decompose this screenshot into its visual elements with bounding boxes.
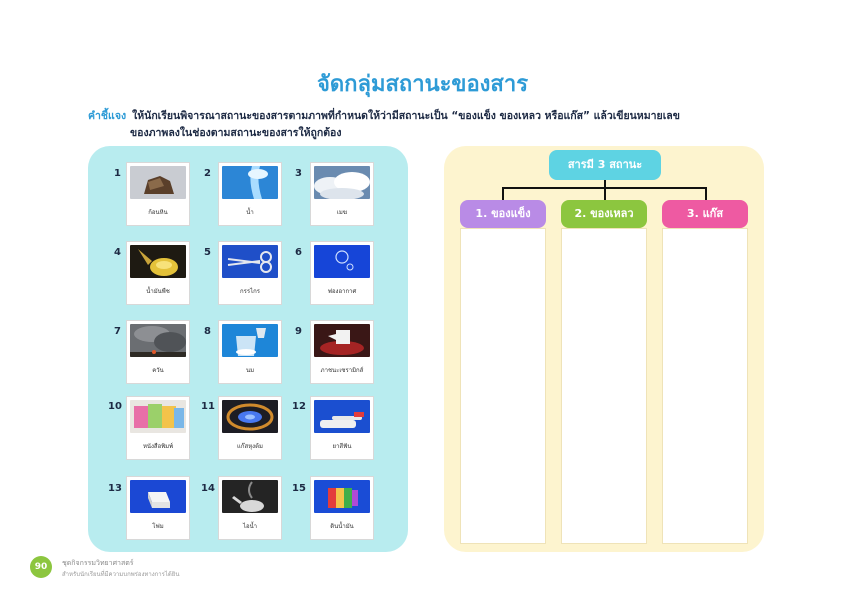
oil-icon	[130, 245, 186, 278]
picture-caption: นม	[245, 367, 255, 374]
picture-card: หนังสือพิมพ์	[126, 396, 190, 460]
foam-icon	[130, 480, 186, 513]
picture-card: ก้อนหิน	[126, 162, 190, 226]
tree-connector	[502, 187, 504, 200]
liquid-answer-box[interactable]	[561, 228, 647, 544]
item-number: 8	[204, 326, 211, 337]
item-number: 7	[114, 326, 121, 337]
picture-card: โฟม	[126, 476, 190, 540]
picture-card: น้ำมันพืช	[126, 241, 190, 305]
book-title: ชุดกิจกรรมวิทยาศาสตร์	[62, 559, 134, 567]
picture-caption: ฟองอากาศ	[327, 288, 357, 295]
instruction-label: คำชี้แจง	[88, 110, 127, 122]
picture-caption: แก๊สหุงต้ม	[237, 443, 263, 450]
picture-caption: ภาชนะเซรามิกส์	[320, 367, 364, 374]
instruction-line-2: ของภาพลงในช่องตามสถานะของสารให้ถูกต้อง	[130, 127, 342, 139]
instructions: คำชี้แจง ให้นักเรียนพิจารณาสถานะของสารตาม…	[88, 108, 788, 142]
picture-caption: ดินน้ำมัน	[330, 523, 354, 530]
page-number: 90	[30, 556, 52, 578]
picture-panel: 1 ก้อนหิน 2 น้ำ 3 เมฆ 4 น้ำมันพืช 5 กรรไ…	[88, 146, 408, 552]
picture-card: ยาสีฟัน	[310, 396, 374, 460]
rock-icon	[130, 166, 186, 199]
newspaper-icon	[130, 400, 186, 433]
picture-card: น้ำ	[218, 162, 282, 226]
ceramic-icon	[314, 324, 370, 357]
picture-caption: โฟม	[152, 523, 164, 530]
picture-card: นม	[218, 320, 282, 384]
book-subtitle: สำหรับนักเรียนที่มีความบกพร่องทางการได้ย…	[62, 571, 180, 578]
picture-card: ไอน้ำ	[218, 476, 282, 540]
item-number: 4	[114, 247, 121, 258]
clay-icon	[314, 480, 370, 513]
picture-card: ควัน	[126, 320, 190, 384]
picture-caption: ไอน้ำ	[242, 523, 258, 530]
picture-card: แก๊สหุงต้ม	[218, 396, 282, 460]
picture-card: กรรไกร	[218, 241, 282, 305]
picture-card: ฟองอากาศ	[310, 241, 374, 305]
picture-caption: กรรไกร	[240, 288, 260, 295]
smoke-icon	[130, 324, 186, 357]
picture-caption: น้ำ	[246, 209, 254, 216]
classification-panel: สารมี 3 สถานะ 1. ของแข็ง 2. ของเหลว 3. แ…	[444, 146, 764, 552]
item-number: 3	[295, 168, 302, 179]
scissors-icon	[222, 245, 278, 278]
tree-connector	[604, 180, 606, 188]
item-number: 5	[204, 247, 211, 258]
water-icon	[222, 166, 278, 199]
picture-card: ดินน้ำมัน	[310, 476, 374, 540]
liquid-header: 2. ของเหลว	[561, 200, 647, 228]
cloud-icon	[314, 166, 370, 199]
item-number: 11	[201, 401, 215, 412]
solid-answer-box[interactable]	[460, 228, 546, 544]
tree-connector	[705, 187, 707, 200]
picture-caption: ยาสีฟัน	[332, 443, 352, 450]
gas-answer-box[interactable]	[662, 228, 748, 544]
item-number: 15	[292, 483, 306, 494]
page-title: จัดกลุ่มสถานะของสาร	[316, 72, 529, 97]
root-state-box: สารมี 3 สถานะ	[549, 150, 661, 180]
picture-caption: หนังสือพิมพ์	[142, 443, 174, 450]
picture-caption: ก้อนหิน	[148, 209, 168, 216]
solid-header: 1. ของแข็ง	[460, 200, 546, 228]
milk-icon	[222, 324, 278, 357]
item-number: 6	[295, 247, 302, 258]
picture-caption: เมฆ	[336, 209, 348, 216]
item-number: 14	[201, 483, 215, 494]
item-number: 12	[292, 401, 306, 412]
picture-caption: น้ำมันพืช	[146, 288, 170, 295]
item-number: 9	[295, 326, 302, 337]
item-number: 10	[108, 401, 122, 412]
item-number: 1	[114, 168, 121, 179]
instruction-line-1: ให้นักเรียนพิจารณาสถานะของสารตามภาพที่กำ…	[132, 110, 680, 122]
toothpaste-icon	[314, 400, 370, 433]
item-number: 2	[204, 168, 211, 179]
item-number: 13	[108, 483, 122, 494]
gas-flame-icon	[222, 400, 278, 433]
picture-caption: ควัน	[152, 367, 164, 374]
steam-icon	[222, 480, 278, 513]
tree-connector	[604, 187, 606, 200]
gas-header: 3. แก๊ส	[662, 200, 748, 228]
bubble-icon	[314, 245, 370, 278]
picture-card: ภาชนะเซรามิกส์	[310, 320, 374, 384]
picture-card: เมฆ	[310, 162, 374, 226]
